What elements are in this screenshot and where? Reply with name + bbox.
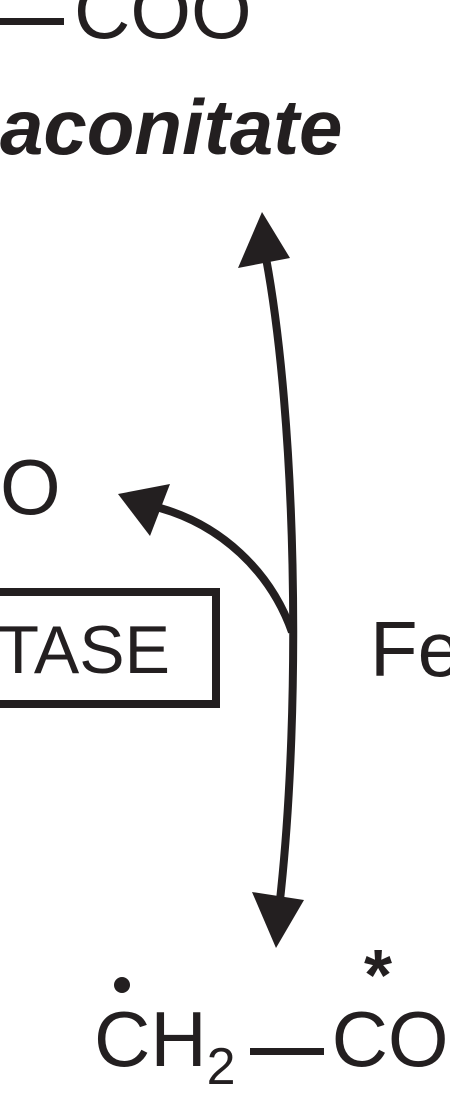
radical-dot <box>114 977 130 993</box>
cofactor-label: Fe <box>370 605 450 693</box>
top-formula: COO <box>0 0 252 50</box>
carbon-group: CO <box>331 995 449 1083</box>
single-bond <box>249 1047 324 1055</box>
arrowhead-down <box>252 892 304 948</box>
enzyme-label: TASE <box>0 612 170 688</box>
water-label: O <box>0 443 61 531</box>
arrowhead-up <box>238 212 290 268</box>
enzyme-box: TASE <box>0 588 220 708</box>
reversible-arrow-shaft <box>262 257 298 901</box>
methylene-group: CH <box>94 995 207 1083</box>
arrowhead-water <box>118 484 170 536</box>
label-star: * <box>364 936 393 1016</box>
carboxylate-group: COO <box>74 0 252 55</box>
compound-name: aconitate <box>0 83 343 171</box>
water-release-arrow-shaft <box>158 504 296 634</box>
single-bond <box>0 17 64 25</box>
